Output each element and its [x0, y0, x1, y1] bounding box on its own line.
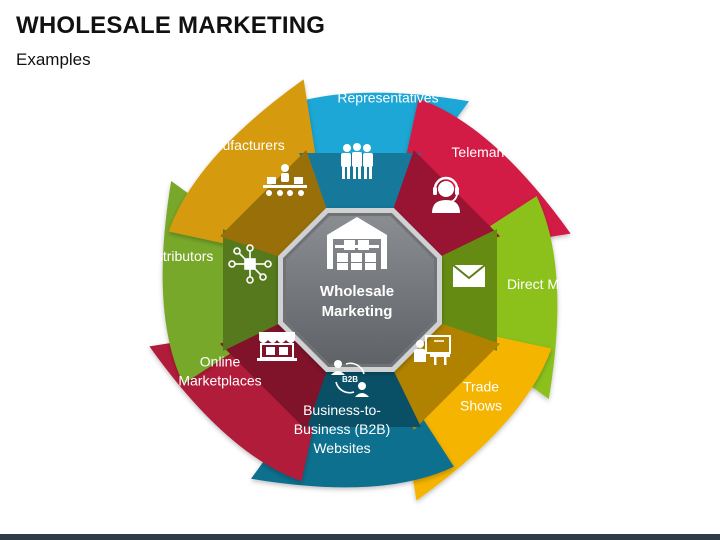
label-b2b-websites-line1: Business-to- [303, 402, 381, 418]
wedge-manufacturers [220, 150, 328, 258]
headset-icon [432, 176, 460, 213]
people-icon [341, 143, 373, 179]
label-trade-shows-line2: Shows [460, 398, 502, 414]
wedge-distributors [223, 229, 283, 351]
envelope-icon [452, 264, 486, 287]
segment-labels: SalesRepresentativesTelemarketingDirect … [143, 71, 573, 457]
warehouse-icon [327, 217, 387, 270]
presentation-icon [414, 335, 451, 365]
center-label-line2: Marketing [322, 303, 393, 320]
wedge-b2b-websites [299, 367, 421, 427]
bottom-bar [0, 534, 720, 540]
label-telemarketing-line1: Telemarketing [451, 144, 538, 160]
wedge-direct-mail [437, 229, 497, 351]
label-sales-representatives-line2: Representatives [337, 90, 438, 106]
page-subtitle: Examples [16, 50, 91, 69]
center-label-line1: Wholesale [320, 283, 394, 300]
wedge-sales-representatives [299, 153, 421, 213]
label-direct-mail-line1: Direct Mail [507, 276, 573, 292]
label-online-marketplaces-line2: Marketplaces [178, 373, 261, 389]
conveyor-icon [263, 164, 307, 196]
page-title: WHOLESALE MARKETING [16, 12, 326, 39]
label-b2b-websites-line3: Websites [313, 440, 370, 456]
label-b2b-websites-line2: Business (B2B) [294, 421, 390, 437]
center-octagon [286, 216, 434, 364]
label-sales-representatives-line1: Sales [370, 71, 405, 87]
label-distributors-line1: Distributors [143, 248, 214, 264]
b2b-icon-text: B2B [342, 375, 358, 384]
label-manufacturers-line1: Manufacturers [195, 137, 284, 153]
network-icon [228, 244, 272, 284]
b2b-icon: B2B [331, 360, 369, 397]
label-online-marketplaces-line1: Online [200, 354, 241, 370]
label-trade-shows-line1: Trade [463, 379, 499, 395]
wedge-online-marketplaces [220, 322, 328, 430]
storefront-icon [257, 332, 297, 361]
center-hub: Wholesale Marketing [278, 208, 442, 372]
